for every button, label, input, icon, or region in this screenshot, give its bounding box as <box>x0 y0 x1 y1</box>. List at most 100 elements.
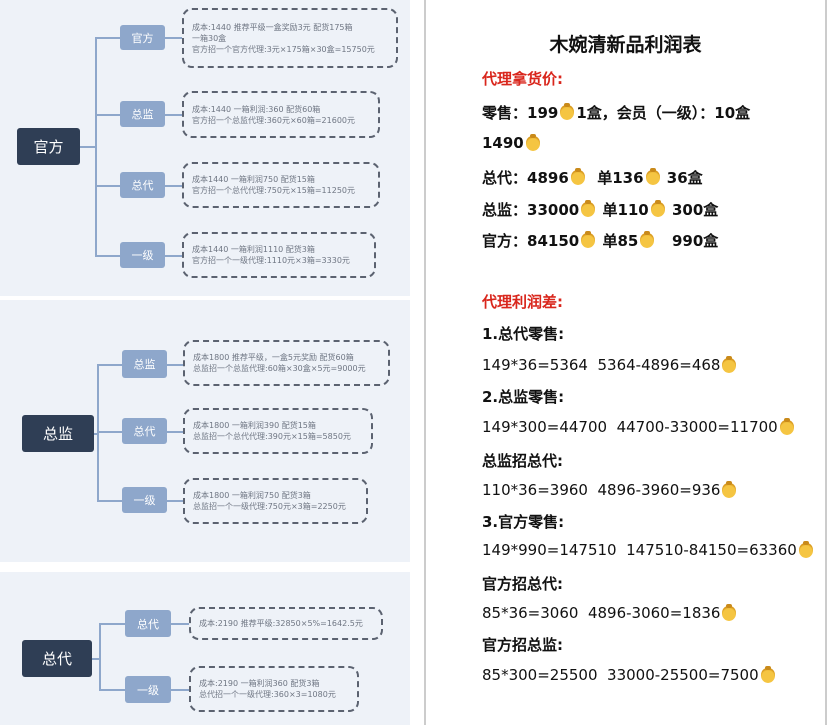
connector <box>97 364 99 501</box>
item-calc: 85*300=25500 33000-25500=7500 <box>482 665 777 684</box>
value: 300盒 <box>671 201 719 219</box>
item-heading: 1.总代零售: <box>482 325 565 343</box>
note-line: 成本1800 推荐平级，一盒5元奖励 配货60箱 <box>193 353 354 362</box>
child-node: 总代 <box>125 610 171 637</box>
connector <box>167 500 183 502</box>
connector <box>99 623 125 625</box>
child-node: 总代 <box>120 172 165 198</box>
note-box: 成本1440 一箱利润750 配货15箱 官方招一个总代代理:750元×15箱=… <box>182 162 380 208</box>
child-node: 总监 <box>120 101 165 127</box>
child-node: 一级 <box>120 242 165 268</box>
item-calc: 85*36=3060 4896-3060=1836 <box>482 603 738 622</box>
root-node: 总监 <box>22 415 94 452</box>
price-guanfang: 官方：84150 单85 990盒 <box>482 230 718 251</box>
note-line: 总代招一个一级代理:360×3=1080元 <box>199 690 336 699</box>
price-retail-cont: 1490 <box>482 133 542 152</box>
note-line: 官方招一个总监代理:360元×60箱=21600元 <box>192 115 355 125</box>
item-heading: 官方招总监: <box>482 636 563 654</box>
root-node: 官方 <box>17 128 80 165</box>
item-heading: 3.官方零售: <box>482 513 565 531</box>
connector <box>165 185 183 187</box>
connector <box>80 146 96 148</box>
connector <box>165 255 183 257</box>
calc-text: 149*36=5364 5364-4896=468 <box>482 356 721 374</box>
money-bag-icon <box>722 480 737 498</box>
item-calc: 149*990=147510 147510-84150=63360 <box>482 540 815 559</box>
connector <box>95 255 120 257</box>
note-line: 成本:2190 推荐平级:32850×5%=1642.5元 <box>199 619 363 628</box>
note-box: 成本:2190 推荐平级:32850×5%=1642.5元 <box>189 607 383 640</box>
child-node: 总监 <box>122 350 167 378</box>
item-heading: 总监招总代: <box>482 452 563 470</box>
item-calc: 149*36=5364 5364-4896=468 <box>482 355 738 374</box>
mindmap-section-zongdai: 总代 总代 一级 成本:2190 推荐平级:32850×5%=1642.5元 成… <box>0 572 410 725</box>
money-bag-icon <box>570 168 585 185</box>
price-zongdai: 总代：4896 单136 36盒 <box>482 167 703 188</box>
connector <box>97 500 122 502</box>
connector <box>92 658 100 660</box>
label: 总监： <box>482 201 528 219</box>
money-bag-icon <box>650 200 665 217</box>
root-node: 总代 <box>22 640 92 677</box>
connector <box>97 431 122 433</box>
item-calc: 110*36=3960 4896-3960=936 <box>482 480 738 499</box>
connector <box>97 364 122 366</box>
value: 1盒，会员（一级）：10盒 <box>576 104 751 122</box>
page-title: 木婉清新品利润表 <box>549 34 702 56</box>
calc-text: 85*300=25500 33000-25500=7500 <box>482 666 759 684</box>
money-bag-icon <box>760 665 775 683</box>
child-node: 一级 <box>125 676 171 703</box>
note-box: 成本:1440 推荐平级一盒奖励3元 配货175箱 一箱30盒 官方招一个官方代… <box>182 8 398 68</box>
note-line: 成本1440 一箱利润750 配货15箱 <box>192 175 315 184</box>
connector <box>95 37 97 256</box>
connector <box>171 689 189 691</box>
value: 33000 <box>527 200 580 219</box>
note-line: 总监招一个总监代理:60箱×30盒×5元=9000元 <box>193 364 366 373</box>
note-box: 成本1800 一箱利润750 配货3箱 总监招一个一级代理:750元×3箱=22… <box>183 478 368 524</box>
connector <box>167 431 183 433</box>
note-line: 成本:1440 推荐平级一盒奖励3元 配货175箱 <box>192 22 353 32</box>
connector <box>99 623 101 690</box>
money-bag-icon <box>722 355 737 373</box>
money-bag-icon <box>779 417 794 435</box>
price-zongjian: 总监：33000 单110 300盒 <box>482 199 718 220</box>
calc-text: 149*300=44700 44700-33000=11700 <box>482 418 778 436</box>
connector <box>95 114 120 116</box>
label: 零售： <box>482 104 528 122</box>
money-bag-icon <box>581 200 596 217</box>
value: 84150 <box>527 231 580 250</box>
connector <box>99 689 125 691</box>
note-line: 官方招一个总代代理:750元×15箱=11250元 <box>192 186 355 195</box>
money-bag-icon <box>798 540 813 558</box>
item-heading: 2.总监零售: <box>482 388 565 406</box>
note-line: 总监招一个总代代理:390元×15箱=5850元 <box>193 432 351 441</box>
value: 4896 <box>527 168 569 187</box>
child-node: 总代 <box>122 418 167 444</box>
child-node: 一级 <box>122 487 167 513</box>
connector <box>165 37 183 39</box>
note-box: 成本:1440 一箱利润:360 配货60箱 官方招一个总监代理:360元×60… <box>182 91 380 138</box>
calc-text: 85*36=3060 4896-3060=1836 <box>482 604 721 622</box>
money-bag-icon <box>560 103 575 120</box>
value: 单136 <box>597 169 644 187</box>
note-line: 成本1440 一箱利润1110 配货3箱 <box>192 245 315 254</box>
connector <box>94 433 98 435</box>
section-heading-prices: 代理拿货价: <box>482 70 563 88</box>
mindmap-section-guanfang: 官方 官方 总监 总代 一级 成本:1440 推荐平级一盒奖励3元 配货175箱… <box>0 0 410 296</box>
note-line: 成本1800 一箱利润390 配货15箱 <box>193 421 316 430</box>
connector <box>167 364 183 366</box>
child-node: 官方 <box>120 25 165 50</box>
money-bag-icon <box>722 603 737 621</box>
value: 990盒 <box>671 232 719 250</box>
value: 单110 <box>602 201 649 219</box>
value: 单85 <box>602 232 639 250</box>
value: 1490 <box>482 134 524 152</box>
money-bag-icon <box>645 168 660 185</box>
note-line: 一箱30盒 <box>192 33 227 43</box>
note-line: 成本1800 一箱利润750 配货3箱 <box>193 491 311 500</box>
item-heading: 官方招总代: <box>482 575 563 593</box>
mindmap-section-zongjian: 总监 总监 总代 一级 成本1800 推荐平级，一盒5元奖励 配货60箱 总监招… <box>0 300 410 562</box>
connector <box>95 185 120 187</box>
